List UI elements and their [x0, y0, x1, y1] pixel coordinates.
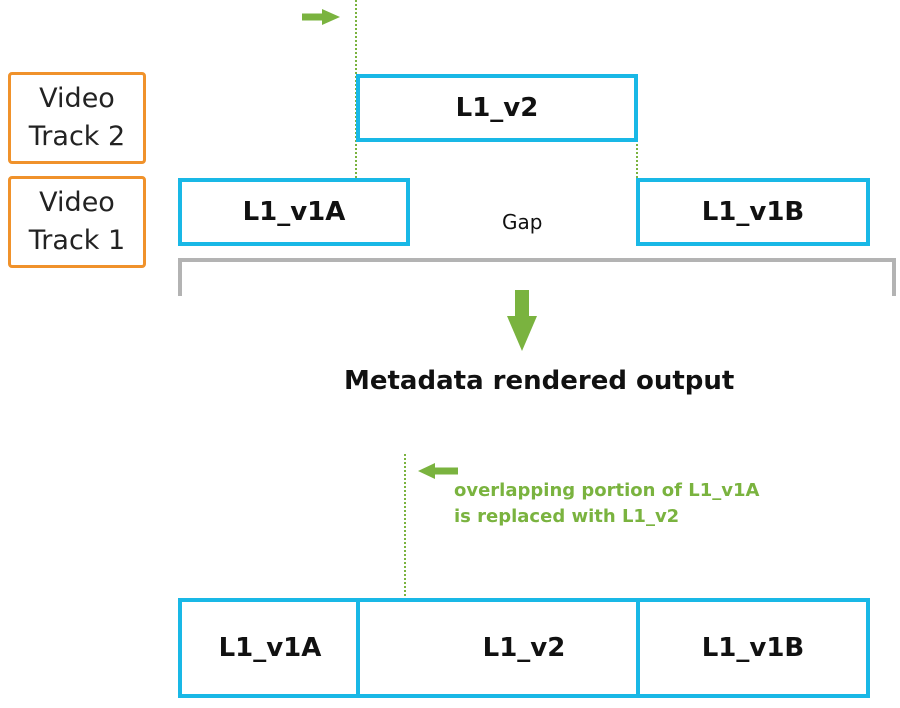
track-label-line1: Video [39, 187, 115, 218]
output-clip-l1-v2: L1_v2 [356, 598, 638, 698]
track-bracket [178, 258, 896, 296]
overlap-note: overlapping portion of L1_v1A is replace… [454, 478, 759, 530]
clip-label: L1_v1A [218, 633, 322, 663]
clip-l1-v2: L1_v2 [356, 74, 638, 142]
note-line1: overlapping portion of L1_v1A [454, 480, 760, 501]
track-label-line1: Video [39, 83, 115, 114]
down-arrow-icon [507, 290, 537, 351]
gap-label: Gap [502, 210, 543, 234]
track-label-line2: Track 2 [28, 121, 126, 152]
track-label-video-track-2: Video Track 2 [8, 72, 146, 164]
clip-l1-v1b: L1_v1B [636, 178, 870, 246]
clip-label: L1_v2 [482, 633, 566, 663]
right-arrow-icon [302, 9, 340, 25]
clip-label: L1_v1A [242, 197, 346, 227]
track-label-line2: Track 1 [28, 225, 126, 256]
clip-label: L1_v2 [455, 93, 539, 123]
left-arrow-icon [418, 463, 458, 479]
clip-label: L1_v1B [701, 633, 805, 663]
clip-l1-v1a: L1_v1A [178, 178, 410, 246]
output-clip-l1-v1a: L1_v1A [178, 598, 358, 698]
clip-label: L1_v1B [701, 197, 805, 227]
track-label-video-track-1: Video Track 1 [8, 176, 146, 268]
output-heading: Metadata rendered output [344, 366, 735, 396]
output-clip-l1-v1b: L1_v1B [636, 598, 870, 698]
note-line2: is replaced with L1_v2 [454, 506, 680, 527]
